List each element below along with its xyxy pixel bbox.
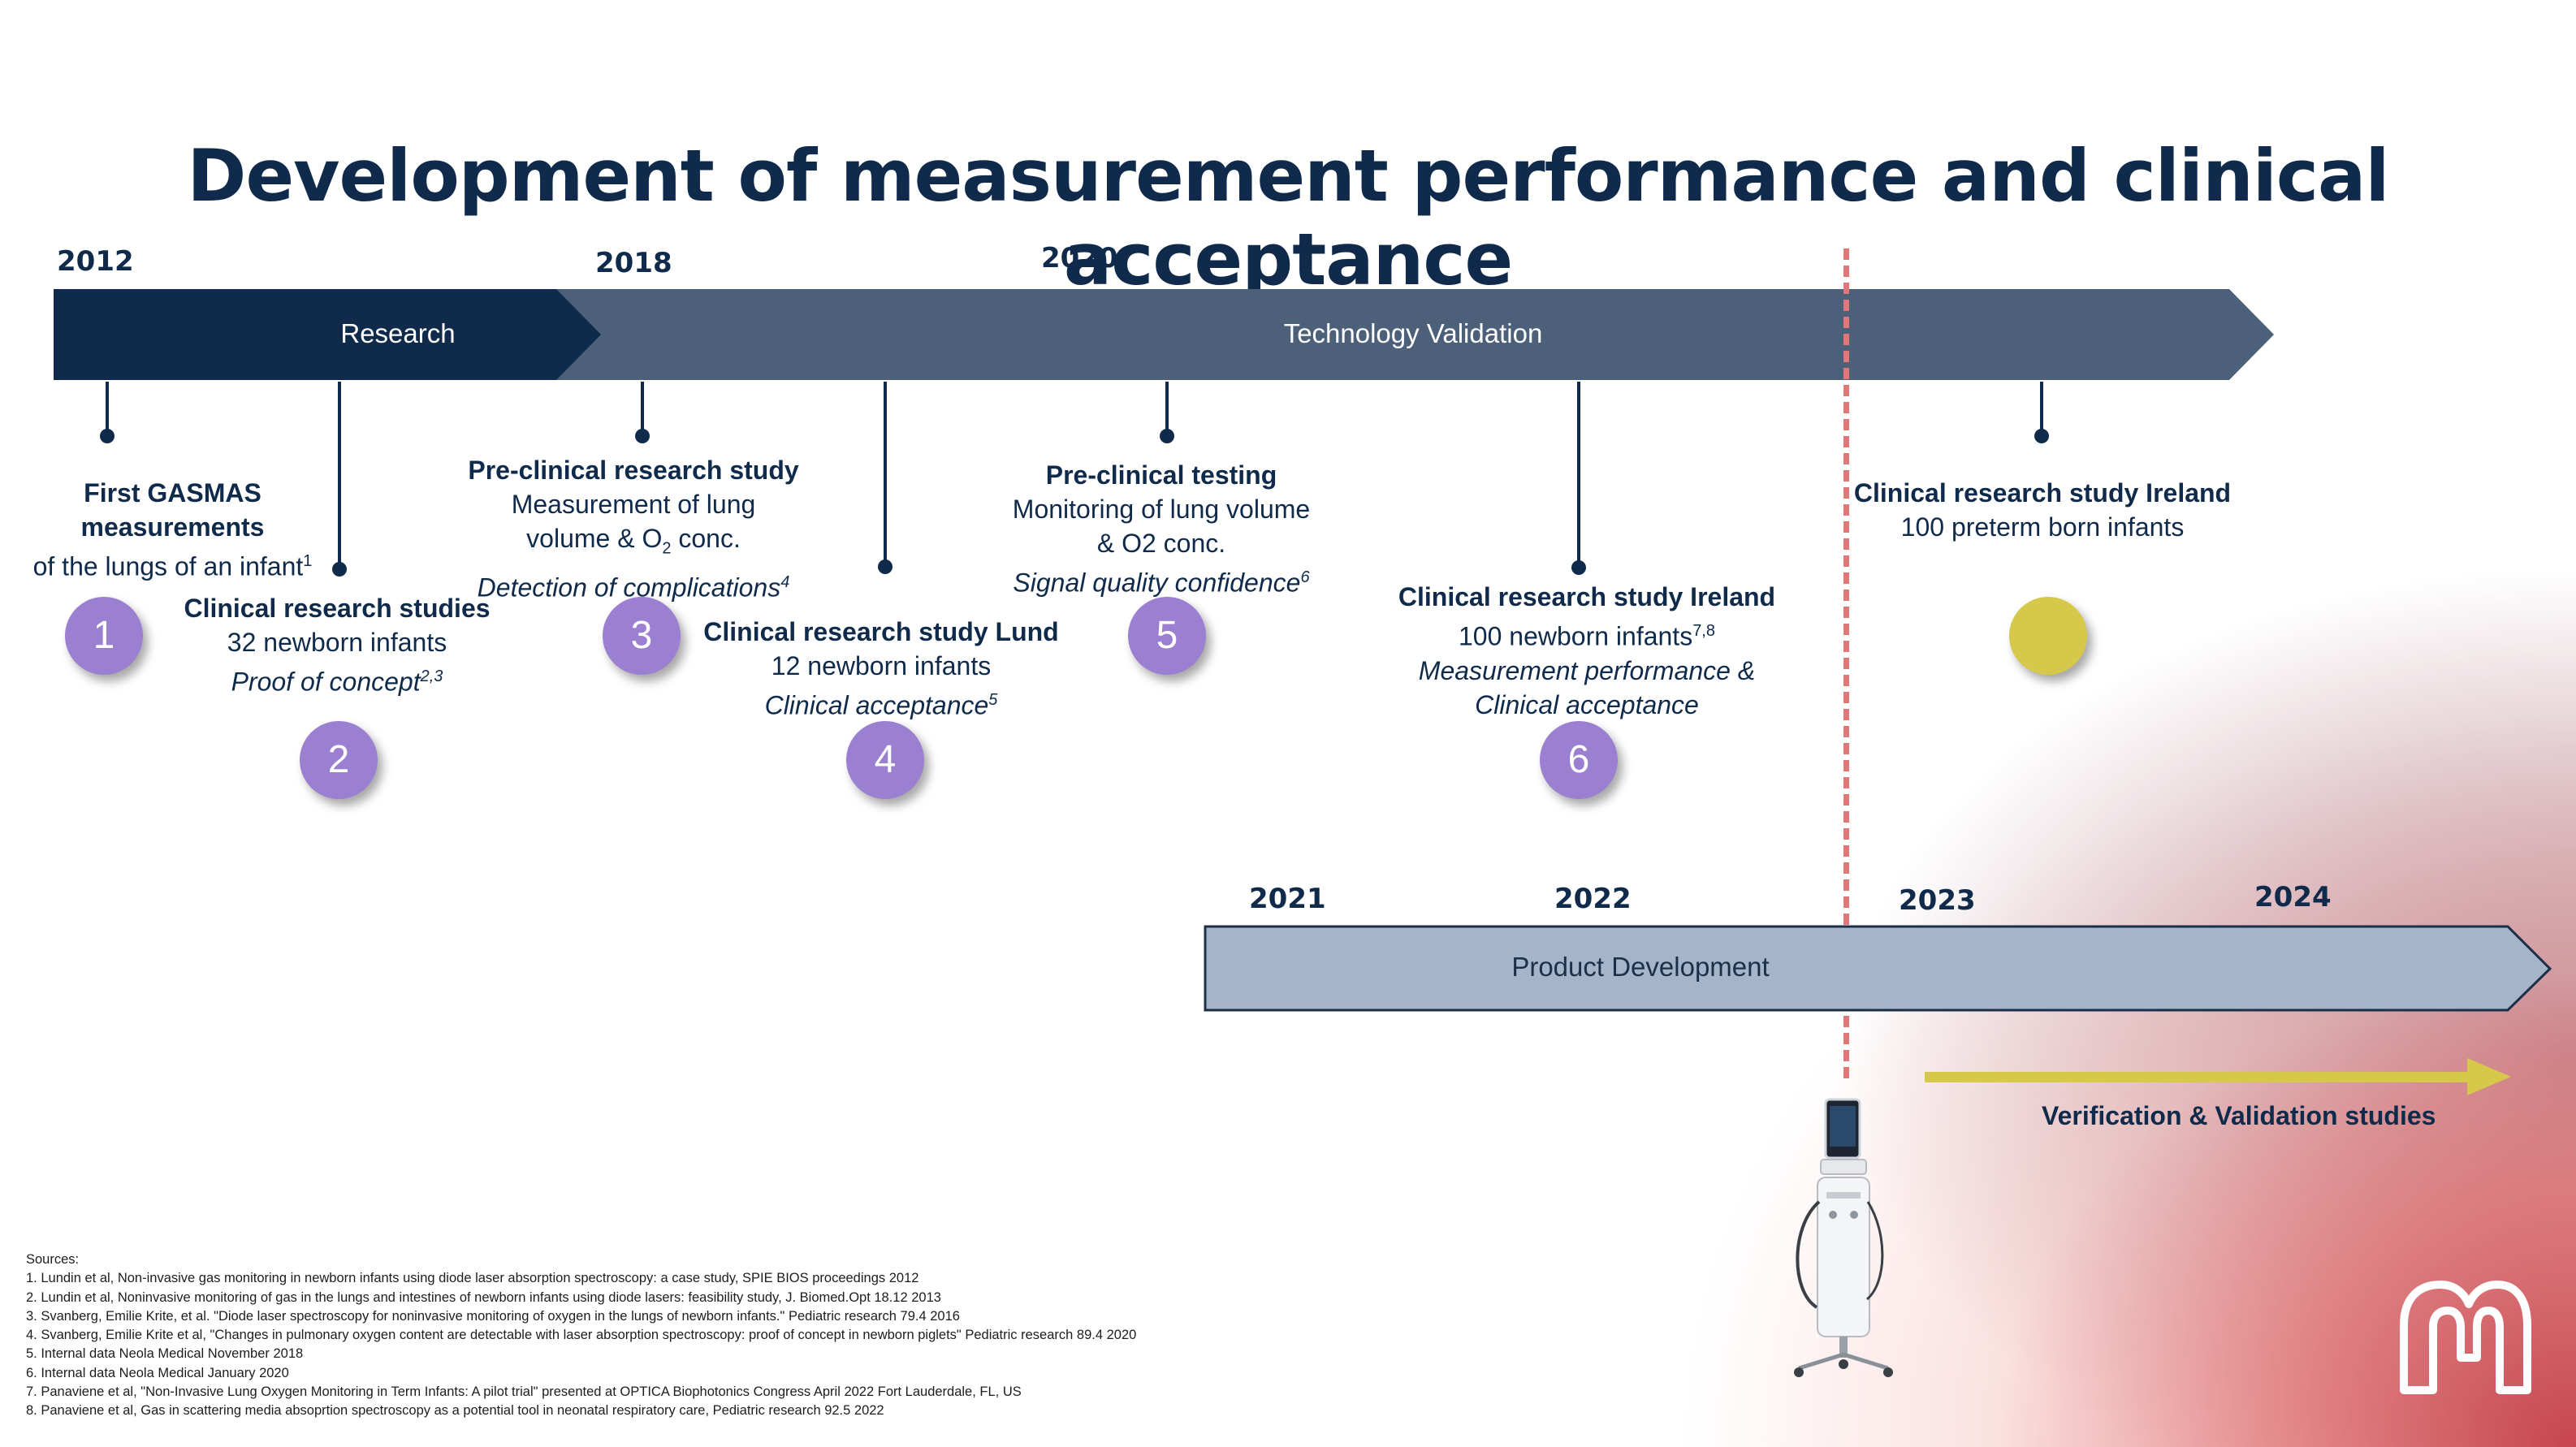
milestone-5-badge: 5 bbox=[1128, 597, 1206, 675]
current-date-dashed-line bbox=[1843, 248, 1849, 1078]
milestone-7-badge bbox=[2009, 597, 2087, 675]
milestone-7-heading: Clinical research study Ireland bbox=[1853, 478, 2232, 508]
verification-arrow bbox=[1925, 1058, 2511, 1095]
year-2020: 2020 bbox=[1041, 242, 1118, 274]
milestone-2-heading: Clinical research studies bbox=[184, 594, 491, 623]
milestone-6-badge: 6 bbox=[1540, 721, 1618, 799]
milestone-1-text: First GASMAS measurements of the lungs o… bbox=[0, 476, 345, 584]
milestone-1-detail: of the lungs of an infant1 bbox=[32, 551, 313, 581]
product-development-arrow-graphic bbox=[1204, 925, 2552, 1012]
timeline-dot-4 bbox=[878, 559, 893, 574]
connector-1 bbox=[106, 382, 109, 434]
connector-7 bbox=[2040, 382, 2043, 434]
source-item: 2. Lundin et al, Noninvasive monitoring … bbox=[26, 1289, 941, 1305]
milestone-5-italic: Signal quality confidence6 bbox=[1013, 568, 1310, 598]
sources-list: Sources: 1. Lundin et al, Non-invasive g… bbox=[26, 1250, 1136, 1421]
sources-heading: Sources: bbox=[26, 1252, 80, 1267]
milestone-4-text: Clinical research study Lund 12 newborn … bbox=[698, 615, 1064, 723]
year-2022: 2022 bbox=[1554, 883, 1632, 915]
source-item: 7. Panaviene et al, "Non-Invasive Lung O… bbox=[26, 1384, 1022, 1400]
connector-5 bbox=[1165, 382, 1169, 432]
connector-4 bbox=[884, 382, 887, 570]
milestone-6-italic-2: Clinical acceptance bbox=[1475, 689, 1699, 719]
source-item: 1. Lundin et al, Non-invasive gas monito… bbox=[26, 1271, 919, 1286]
milestone-6-heading: Clinical research study Ireland bbox=[1398, 582, 1776, 611]
product-development-label: Product Development bbox=[1511, 952, 1770, 982]
timeline-dot-5 bbox=[1160, 429, 1174, 443]
milestone-5-text: Pre-clinical testing Monitoring of lung … bbox=[979, 458, 1344, 600]
milestone-5-heading: Pre-clinical testing bbox=[1045, 460, 1277, 490]
year-2024: 2024 bbox=[2254, 881, 2332, 914]
source-item: 6. Internal data Neola Medical January 2… bbox=[26, 1365, 289, 1380]
milestone-4-badge: 4 bbox=[846, 721, 924, 799]
connector-2 bbox=[338, 382, 341, 570]
milestone-2-detail: 32 newborn infants bbox=[227, 628, 447, 657]
milestone-3-heading: Pre-clinical research study bbox=[468, 456, 799, 485]
page-title: Development of measurement performance a… bbox=[187, 134, 2389, 301]
year-2018: 2018 bbox=[595, 247, 672, 279]
milestone-6-text: Clinical research study Ireland 100 newb… bbox=[1381, 580, 1793, 722]
timeline-dot-7 bbox=[2034, 429, 2049, 443]
product-development-arrow bbox=[1204, 925, 2552, 1012]
top-phase-arrows bbox=[54, 289, 2274, 380]
milestone-3-badge: 3 bbox=[603, 597, 681, 675]
milestone-4-detail: 12 newborn infants bbox=[771, 651, 992, 680]
source-item: 8. Panaviene et al, Gas in scattering me… bbox=[26, 1403, 884, 1419]
milestone-6-italic-1: Measurement performance & bbox=[1418, 655, 1756, 685]
connector-6 bbox=[1577, 382, 1580, 570]
source-item: 3. Svanberg, Emilie Krite, et al. "Diode… bbox=[26, 1308, 960, 1324]
milestone-3-detail-2: volume & O2 conc. bbox=[526, 524, 741, 558]
technology-validation-arrow bbox=[520, 289, 2274, 380]
milestone-3-detail-1: Measurement of lung bbox=[511, 490, 756, 519]
source-item: 4. Svanberg, Emilie Krite et al, "Change… bbox=[26, 1328, 1137, 1343]
neola-device-image bbox=[1794, 1098, 1893, 1377]
neola-logo-icon bbox=[2400, 1281, 2531, 1394]
research-arrow bbox=[54, 289, 601, 380]
milestone-1-badge: 1 bbox=[65, 597, 143, 675]
milestone-4-italic: Clinical acceptance5 bbox=[764, 690, 998, 720]
milestone-7-detail: 100 preterm born infants bbox=[1900, 512, 2185, 542]
year-2021: 2021 bbox=[1249, 883, 1326, 915]
timeline-dot-3 bbox=[635, 429, 650, 443]
milestone-4-heading: Clinical research study Lund bbox=[703, 617, 1059, 646]
milestone-5-detail-1: Monitoring of lung volume bbox=[1012, 495, 1311, 524]
milestone-1-heading: First GASMAS measurements bbox=[80, 478, 265, 542]
timeline-dot-2 bbox=[332, 562, 347, 577]
year-2023: 2023 bbox=[1899, 884, 1976, 917]
milestone-2-badge: 2 bbox=[300, 721, 378, 799]
timeline-dot-1 bbox=[100, 429, 115, 443]
research-label: Research bbox=[340, 318, 456, 348]
milestone-5-detail-2: & O2 conc. bbox=[1096, 529, 1226, 558]
milestone-3-text: Pre-clinical research study Measurement … bbox=[455, 453, 812, 605]
verification-validation-label: Verification & Validation studies bbox=[2042, 1101, 2436, 1130]
milestone-3-italic: Detection of complications4 bbox=[477, 573, 790, 603]
milestone-2-italic: Proof of concept2,3 bbox=[231, 667, 443, 697]
milestone-7-text: Clinical research study Ireland 100 pret… bbox=[1835, 476, 2250, 544]
milestone-6-detail: 100 newborn infants7,8 bbox=[1458, 621, 1715, 651]
milestone-2-text: Clinical research studies 32 newborn inf… bbox=[162, 591, 512, 699]
technology-validation-label: Technology Validation bbox=[1283, 318, 1543, 348]
source-item: 5. Internal data Neola Medical November … bbox=[26, 1346, 304, 1362]
year-2012: 2012 bbox=[57, 245, 134, 278]
timeline-dot-6 bbox=[1571, 560, 1586, 575]
connector-3 bbox=[641, 382, 644, 432]
